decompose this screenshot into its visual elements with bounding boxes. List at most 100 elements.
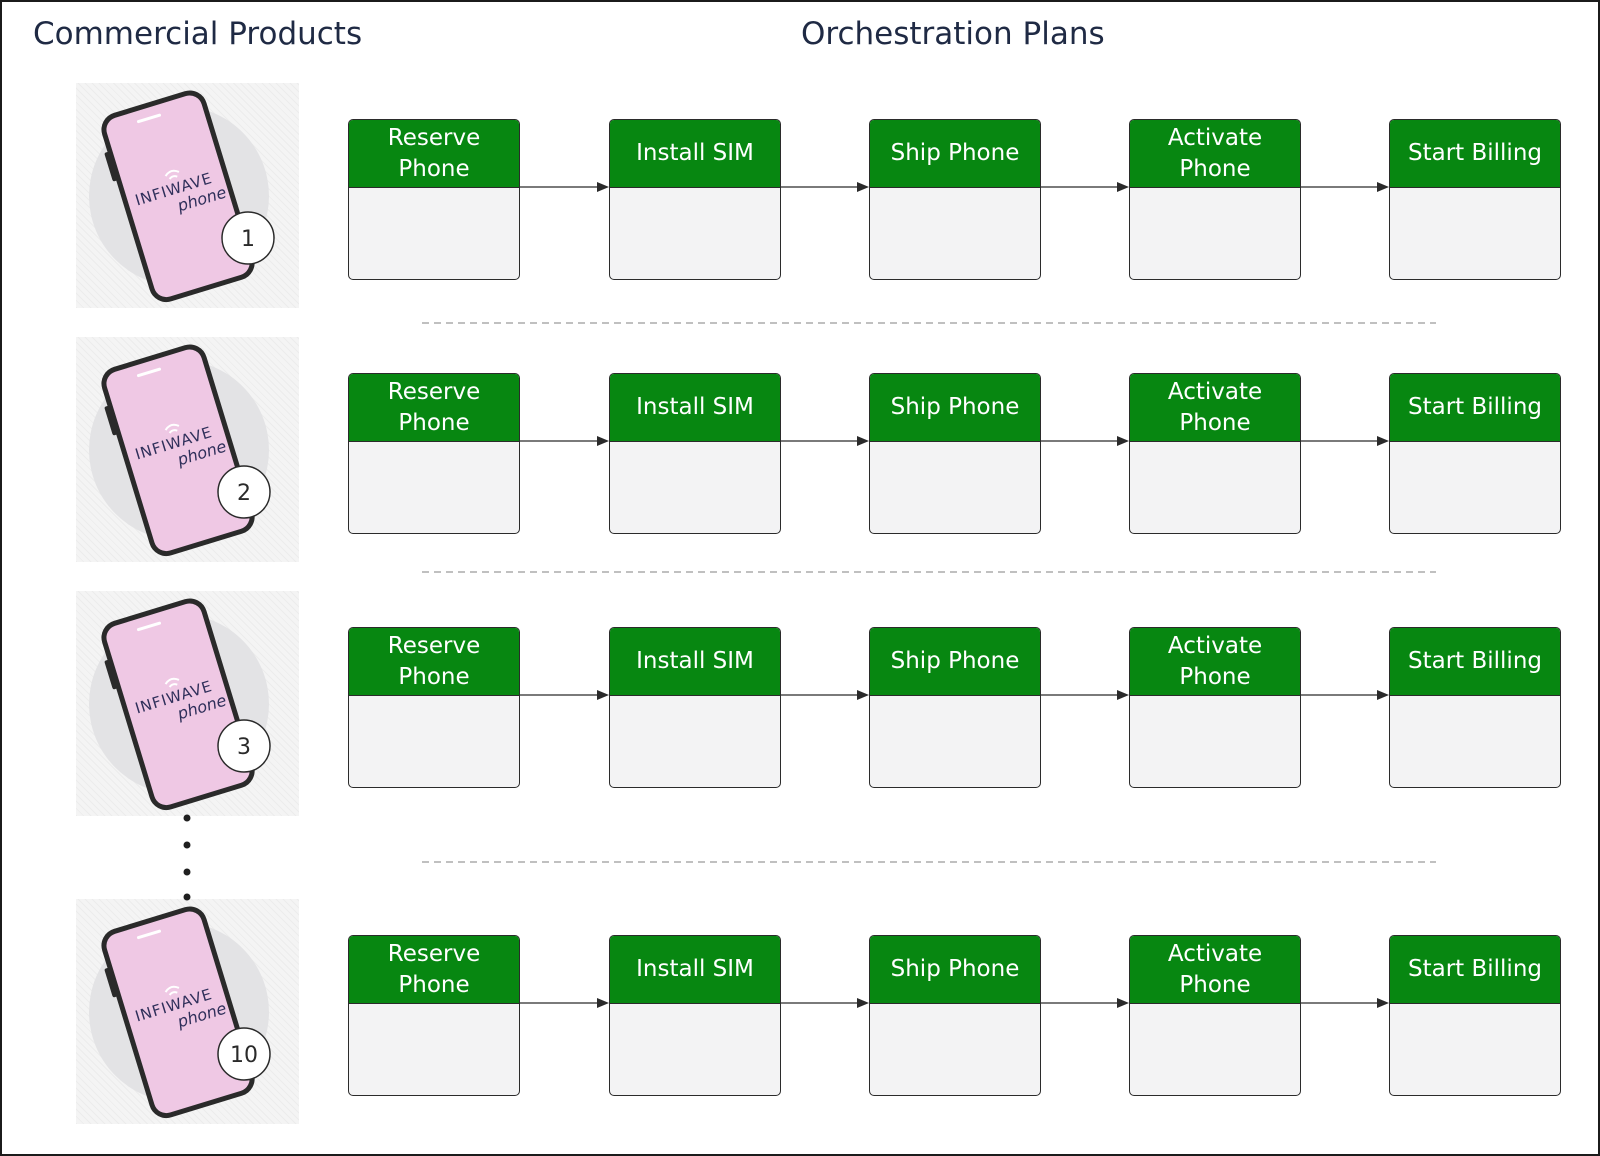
step-body [1390,188,1560,279]
arrow-head-icon [1377,182,1389,192]
product-number: 10 [230,1043,258,1068]
step-label: Ship Phone [890,394,1020,420]
step-label: Install SIM [636,394,754,420]
arrow-head-icon [1117,690,1129,700]
arrow-head-icon [597,436,609,446]
step-title: Ship Phone [870,374,1040,442]
arrow-head-icon [1117,998,1129,1008]
step-title: Ship Phone [870,628,1040,696]
step-label: Ship Phone [890,648,1020,674]
step-body [1130,696,1300,787]
step-body [610,188,780,279]
phone-side-button [104,405,119,436]
arrow-head-icon [1377,998,1389,1008]
step-label: Activate Phone [1167,632,1263,690]
step-title: Activate Phone [1130,374,1300,442]
product-number: 1 [241,227,255,252]
step-body [349,442,519,533]
step-title: Activate Phone [1130,120,1300,188]
product-number: 2 [237,481,251,506]
step-title: Reserve Phone [349,374,519,442]
step-title: Start Billing [1390,936,1560,1004]
plan-step: Start Billing [1389,119,1561,280]
phone-body [101,344,255,557]
arrow-head-icon [857,436,869,446]
product-number: 3 [237,735,251,760]
step-label: Reserve Phone [387,940,481,998]
step-title: Ship Phone [870,936,1040,1004]
wifi-icon [164,423,180,434]
plan-step: Activate Phone [1129,935,1301,1096]
step-label: Activate Phone [1167,124,1263,182]
plan-step: Ship Phone [869,627,1041,788]
arrow-head-icon [1117,182,1129,192]
step-label: Ship Phone [890,140,1020,166]
step-body [610,1004,780,1095]
arrow-head-icon [597,690,609,700]
arrow-head-icon [597,998,609,1008]
step-body [349,1004,519,1095]
step-title: Activate Phone [1130,628,1300,696]
plan-step: Ship Phone [869,935,1041,1096]
step-title: Start Billing [1390,120,1560,188]
step-label: Reserve Phone [387,632,481,690]
step-title: Install SIM [610,120,780,188]
wifi-icon [164,677,180,688]
step-label: Reserve Phone [387,378,481,436]
phone-side-button [104,151,119,182]
phone-speaker [136,367,162,378]
plan-step: Reserve Phone [348,627,520,788]
step-title: Reserve Phone [349,120,519,188]
plan-step: Install SIM [609,119,781,280]
phone-speaker [136,621,162,632]
step-label: Reserve Phone [387,124,481,182]
step-body [870,1004,1040,1095]
step-label: Start Billing [1407,140,1542,166]
plan-step: Ship Phone [869,119,1041,280]
plan-step: Start Billing [1389,373,1561,534]
arrow-head-icon [1377,690,1389,700]
step-title: Reserve Phone [349,628,519,696]
step-title: Ship Phone [870,120,1040,188]
step-body [1130,442,1300,533]
ellipsis-dot [183,841,191,849]
step-body [610,442,780,533]
phone-speaker [136,113,162,124]
phone-speaker [136,929,162,940]
step-title: Start Billing [1390,374,1560,442]
plan-step: Install SIM [609,935,781,1096]
arrow-head-icon [857,998,869,1008]
phone-body [101,906,255,1119]
phone-side-button [104,967,119,998]
step-label: Install SIM [636,956,754,982]
phone-side-button [104,659,119,690]
step-body [1390,696,1560,787]
product-number-badge [217,719,271,773]
plan-step: Ship Phone [869,373,1041,534]
plan-step: Activate Phone [1129,627,1301,788]
step-body [1390,1004,1560,1095]
step-title: Install SIM [610,628,780,696]
commercial-products-heading: Commercial Products [33,16,363,52]
arrow-head-icon [857,182,869,192]
step-label: Install SIM [636,140,754,166]
step-title: Install SIM [610,936,780,1004]
arrow-head-icon [857,690,869,700]
step-body [1130,188,1300,279]
step-title: Activate Phone [1130,936,1300,1004]
step-label: Install SIM [636,648,754,674]
step-body [870,188,1040,279]
plan-step: Reserve Phone [348,119,520,280]
orchestration-plans-heading: Orchestration Plans [801,16,1105,52]
product-number-badge [217,1027,271,1081]
step-body [349,696,519,787]
plan-step: Install SIM [609,627,781,788]
